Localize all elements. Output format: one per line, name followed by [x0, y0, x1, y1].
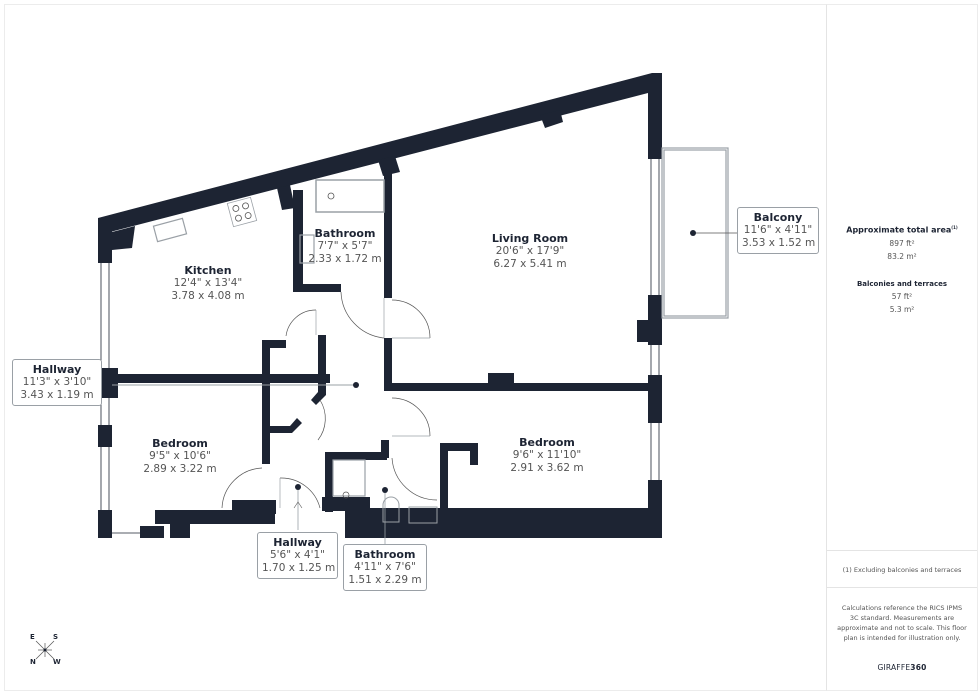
wall-bathroom-left — [293, 190, 303, 290]
basin-icon — [408, 506, 438, 524]
shower-tray-icon — [332, 459, 366, 497]
callout-imperial: 11'6" x 4'11" — [743, 224, 813, 236]
callout-imperial: 11'3" x 3'10" — [22, 376, 92, 388]
wall-living-left — [384, 170, 392, 298]
bathtub-icon — [315, 179, 385, 213]
disclaimer-section: Calculations reference the RICS IPMS 3C … — [827, 603, 977, 643]
brand-logo: GIRAFFE360 — [827, 663, 977, 672]
total-area-section: Approximate total area(1) 897 ft² 83.2 m… — [827, 225, 977, 261]
wall-left-upper — [98, 218, 112, 263]
callout-balcony: Balcony 11'6" x 4'11" 3.53 x 1.52 m — [737, 207, 819, 254]
wall-bottom-right — [345, 508, 662, 538]
room-imperial: 20'6" x 17'9" — [495, 245, 565, 257]
brand-light: GIRAFFE — [877, 663, 911, 672]
callout-name: Hallway — [273, 536, 322, 549]
room-name: Bedroom — [519, 436, 575, 449]
callout-name: Hallway — [32, 363, 82, 376]
balconies-m: 5.3 m² — [889, 305, 915, 314]
total-area-m: 83.2 m² — [887, 251, 917, 261]
balconies-section: Balconies and terraces 57 ft² 5.3 m² — [827, 280, 977, 314]
room-name: Bedroom — [152, 437, 208, 450]
callout-bathroom-bottom: Bathroom 4'11" x 7'6" 1.51 x 2.29 m — [343, 544, 427, 591]
hob-icon — [226, 196, 258, 228]
footnote-text: (1) Excluding balconies and terraces — [842, 566, 962, 574]
compass-icon: E S N W — [28, 633, 62, 667]
callout-metric: 1.70 x 1.25 m — [262, 562, 336, 574]
room-label-bedroom-right: Bedroom 9'6" x 11'10" 2.91 x 3.62 m — [497, 436, 597, 475]
callout-imperial: 5'6" x 4'1" — [269, 549, 326, 561]
wall-cupboard — [262, 340, 270, 464]
total-area-ft: 897 ft² — [889, 238, 915, 248]
callout-hallway-left: Hallway 11'3" x 3'10" 3.43 x 1.19 m — [12, 359, 102, 406]
area-sidebar: Approximate total area(1) 897 ft² 83.2 m… — [826, 4, 978, 691]
room-label-kitchen: Kitchen 12'4" x 13'4" 3.78 x 4.08 m — [160, 264, 256, 303]
compass-n: N — [30, 658, 36, 666]
toilet-icon — [382, 496, 400, 523]
compass-e: E — [30, 633, 35, 641]
room-imperial: 9'5" x 10'6" — [149, 450, 211, 462]
callout-metric: 3.53 x 1.52 m — [742, 237, 816, 249]
room-imperial: 9'6" x 11'10" — [512, 449, 582, 461]
callout-metric: 3.43 x 1.19 m — [20, 389, 94, 401]
divider — [827, 550, 977, 551]
balconies-title: Balconies and terraces — [856, 280, 948, 288]
footnote-section: (1) Excluding balconies and terraces — [827, 565, 977, 575]
room-metric: 2.33 x 1.72 m — [308, 253, 382, 265]
room-imperial: 7'7" x 5'7" — [317, 240, 373, 252]
room-metric: 2.89 x 3.22 m — [143, 463, 217, 475]
room-metric: 3.78 x 4.08 m — [171, 290, 245, 302]
room-name: Living Room — [491, 232, 569, 245]
brand-bold: 360 — [910, 663, 927, 672]
room-metric: 2.91 x 3.62 m — [510, 462, 584, 474]
disclaimer-text: Calculations reference the RICS IPMS 3C … — [837, 604, 967, 642]
room-label-living-room: Living Room 20'6" x 17'9" 6.27 x 5.41 m — [470, 232, 590, 271]
floor-plan-drawing — [14, 73, 737, 545]
callout-hallway-bottom: Hallway 5'6" x 4'1" 1.70 x 1.25 m — [257, 532, 338, 579]
wall-kitchen-bedroom — [112, 374, 330, 383]
total-area-title: Approximate total area — [846, 225, 952, 235]
wall-living-bedroom — [384, 383, 662, 391]
divider — [827, 587, 977, 588]
compass-w: W — [53, 658, 61, 666]
room-name: Bathroom — [314, 227, 376, 240]
room-label-bathroom-top: Bathroom 7'7" x 5'7" 2.33 x 1.72 m — [300, 227, 390, 266]
wall-top-diagonal — [98, 73, 662, 232]
room-imperial: 12'4" x 13'4" — [173, 277, 243, 289]
total-area-footnote-mark: (1) — [951, 225, 958, 230]
balconies-ft: 57 ft² — [891, 292, 913, 301]
wall-right-living — [648, 295, 662, 345]
room-metric: 6.27 x 5.41 m — [493, 258, 567, 270]
room-label-bedroom-left: Bedroom 9'5" x 10'6" 2.89 x 3.22 m — [130, 437, 230, 476]
room-name: Kitchen — [184, 264, 232, 277]
callout-name: Bathroom — [354, 548, 416, 561]
compass-s: S — [53, 633, 59, 641]
callout-name: Balcony — [753, 211, 803, 224]
callout-imperial: 4'11" x 7'6" — [354, 561, 416, 573]
sink-icon — [152, 217, 188, 243]
callout-metric: 1.51 x 2.29 m — [348, 574, 422, 586]
